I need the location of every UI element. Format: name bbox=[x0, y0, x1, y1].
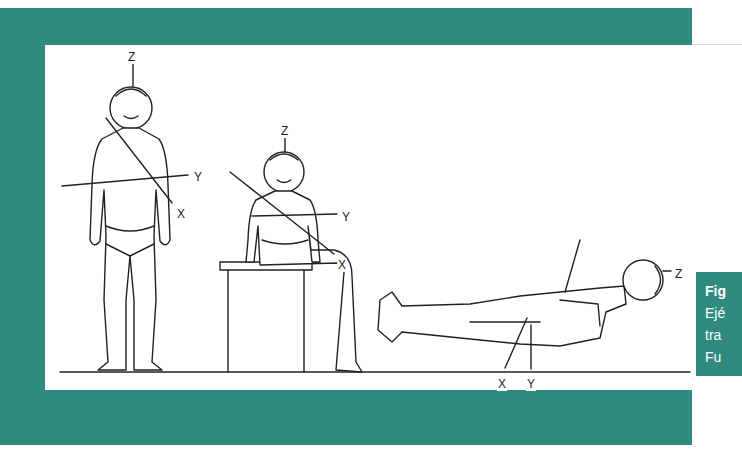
y-axis bbox=[530, 325, 531, 369]
axis-line bbox=[565, 240, 580, 292]
x-axis bbox=[505, 318, 527, 368]
bench bbox=[220, 262, 312, 372]
axis-label-box: Z bbox=[127, 47, 136, 65]
axis-label: Y bbox=[341, 211, 351, 224]
y-axis bbox=[252, 214, 337, 216]
axis-label-box: Z bbox=[280, 121, 289, 139]
caption-text: Ejé tra Fu bbox=[705, 302, 725, 368]
axis-label-box: Y bbox=[341, 207, 351, 225]
axis-label-box: X bbox=[337, 255, 347, 273]
floor-line bbox=[60, 371, 690, 372]
axis-label: Z bbox=[674, 268, 683, 281]
z-axis bbox=[284, 136, 285, 152]
seated-child bbox=[246, 152, 362, 372]
axis-label: X bbox=[337, 259, 347, 272]
axis-label-box: Z bbox=[674, 264, 683, 282]
figure-number: Fig bbox=[705, 280, 726, 302]
caption-box: FigEjé tra Fu bbox=[696, 272, 742, 376]
z-axis bbox=[132, 62, 133, 86]
axis-label: Z bbox=[127, 51, 136, 64]
standing-child bbox=[90, 87, 170, 370]
y-axis bbox=[62, 175, 188, 186]
axis-label: Z bbox=[280, 125, 289, 138]
axis-label: Y bbox=[193, 171, 203, 184]
z-axis bbox=[663, 270, 671, 271]
axis-label: X bbox=[497, 378, 507, 391]
x-axis bbox=[230, 172, 334, 254]
x-axis bbox=[106, 118, 172, 203]
axis-label-box: Y bbox=[193, 167, 203, 185]
axis-label-box: Y bbox=[526, 374, 536, 392]
axis-label: X bbox=[176, 208, 186, 221]
axis-label-box: X bbox=[497, 374, 507, 392]
axis-label-box: X bbox=[176, 204, 186, 222]
axis-label: Y bbox=[526, 378, 536, 391]
white-panel bbox=[45, 45, 742, 390]
